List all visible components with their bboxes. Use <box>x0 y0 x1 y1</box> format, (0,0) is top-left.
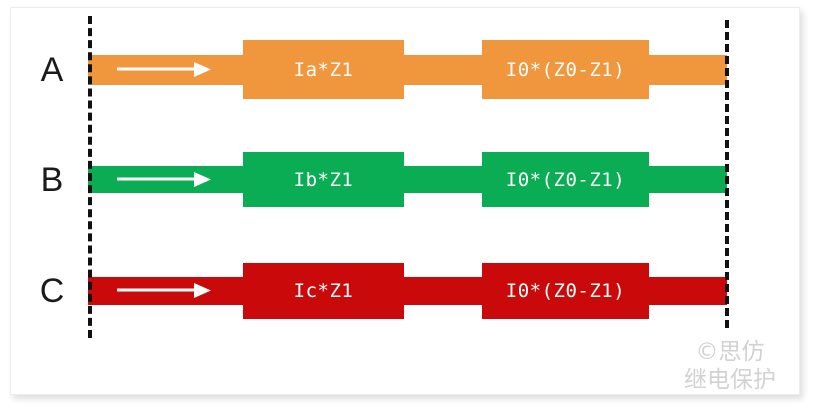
row-label-b: B <box>40 161 64 199</box>
right-block-label-a: I0*(Z0-Z1) <box>505 58 626 81</box>
right-block-b: I0*(Z0-Z1) <box>482 152 649 207</box>
left-block-c: Ic*Z1 <box>243 263 404 319</box>
left-block-label-c: Ic*Z1 <box>293 280 354 302</box>
left-boundary-dashed-line <box>88 16 92 338</box>
right-boundary-dashed-line <box>725 20 729 328</box>
right-block-label-c: I0*(Z0-Z1) <box>505 280 626 302</box>
watermark-line-2: 继电保护 <box>684 367 776 394</box>
left-block-label-b: Ib*Z1 <box>293 168 354 191</box>
row-label-c: C <box>39 272 65 310</box>
right-block-label-b: I0*(Z0-Z1) <box>505 168 626 191</box>
right-block-a: I0*(Z0-Z1) <box>482 40 649 99</box>
row-label-a: A <box>40 51 64 89</box>
watermark-line-1: ©思仿 <box>695 338 765 365</box>
left-block-b: Ib*Z1 <box>243 152 404 207</box>
right-block-c: I0*(Z0-Z1) <box>482 263 649 319</box>
left-block-label-a: Ia*Z1 <box>293 58 354 81</box>
left-block-a: Ia*Z1 <box>243 40 404 99</box>
watermark: ©思仿 继电保护 <box>684 338 776 396</box>
